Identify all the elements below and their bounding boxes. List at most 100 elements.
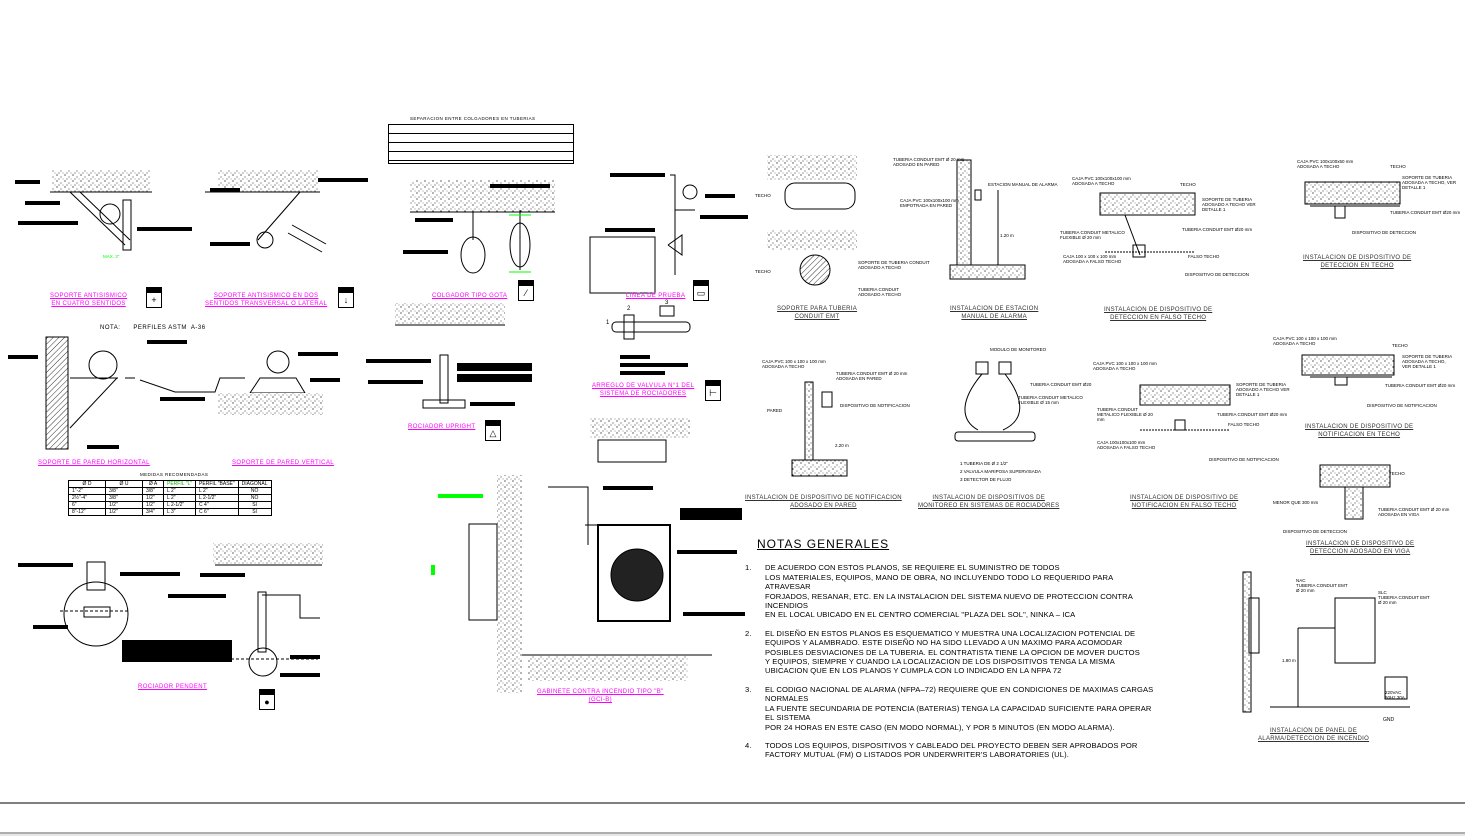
- table-title: SEPARACION ENTRE COLGADORES EN TUBERIAS: [410, 116, 536, 121]
- medidas-table: Ø D Ø U Ø A PERFIL "L" PERFIL "BASE" DIA…: [68, 480, 272, 516]
- cell: NO: [237, 494, 272, 502]
- max-dimension-label: MAX. 3": [103, 254, 120, 259]
- callout-label: CAJA PVC 100 x 100 x 100 mm ADOSADA A TE…: [1273, 336, 1337, 346]
- callout-label: FALSO TECHO: [1188, 254, 1220, 259]
- callout-label: TECHO: [1390, 164, 1406, 169]
- redacted-label: [160, 397, 205, 401]
- callout-label: TECHO: [1392, 343, 1408, 348]
- separacion-table: [388, 124, 574, 164]
- redacted-label: [605, 228, 655, 232]
- redacted-label: [318, 178, 368, 182]
- detail-title: SOPORTE ANTISISMICO EN CUATRO SENTIDOS: [50, 293, 128, 307]
- header-cell: Ø D: [68, 480, 106, 488]
- redacted-label: [8, 355, 38, 359]
- general-notes: NOTAS GENERALES 1. DE ACUERDO CON ESTOS …: [745, 537, 1155, 769]
- redacted-label: [280, 673, 320, 677]
- cell: L 3": [162, 508, 197, 516]
- callout-label: TUBERIA CONDUIT EMT Ø 20 mm ADOSADA EN P…: [836, 371, 908, 381]
- cell: 1/2": [142, 494, 164, 502]
- table-row: 8"-12"1/2"3/4"L 3"C 6"SI: [68, 508, 272, 516]
- callout-label: SLC TUBERIA CONDUIT EMT Ø 20 mm: [1378, 590, 1430, 605]
- detail-title: SOPORTE DE PARED HORIZONTAL: [38, 460, 150, 466]
- callout-label: CAJA PVC 100x100x100 mm ADOSADA A TECHO: [1072, 176, 1131, 186]
- callout-label: CAJA 100x100x100 mm ADOSADA A FALSO TECH…: [1097, 440, 1156, 450]
- redacted-label: [147, 340, 187, 344]
- detail-title: ROCIADOR PENDENT: [138, 684, 208, 690]
- callout-label: 220VAC 60Hz 30A: [1385, 690, 1405, 700]
- callout-label: TECHO: [755, 269, 771, 274]
- header-cell: Ø U: [105, 480, 143, 488]
- cell: NO: [237, 487, 272, 495]
- cell: 3/8": [105, 487, 143, 495]
- callout-label: 1.20 m: [1000, 233, 1014, 238]
- callout-label: SOPORTE DE TUBERIA ADOSADO A TECHO VER D…: [1236, 382, 1290, 397]
- nota-perfiles: NOTA: PERFILES ASTM A-36: [100, 325, 206, 331]
- callout-label: DISPOSITIVO DE DETECCION: [1185, 272, 1250, 277]
- callout-label: DISPOSITIVO DE NOTIFICACION: [1209, 457, 1279, 462]
- callout-label: CAJA PVC 100 x 100 x 100 mm ADOSADA A TE…: [762, 359, 826, 369]
- detail-title: INSTALACION DE DISPOSITIVO DE DETECCION …: [1104, 307, 1213, 321]
- callout-label: 1.80 m: [1282, 658, 1296, 663]
- cell: L 2-1/2": [162, 501, 197, 509]
- cell: SI: [237, 501, 272, 509]
- table-header-row: Ø D Ø U Ø A PERFIL "L" PERFIL "BASE" DIA…: [68, 480, 272, 488]
- callout-label: PARED: [767, 408, 783, 413]
- redacted-label: [33, 625, 68, 629]
- section-symbol: +: [146, 287, 162, 308]
- callout-label: 2.20 m: [835, 443, 849, 448]
- redacted-label: [122, 640, 232, 662]
- detail-title: SOPORTE PARA TUBERIA CONDUIT EMT: [777, 306, 858, 320]
- monitoreo-legend-item: 1 TUBERIA DE Ø 2 1/2": [960, 461, 1009, 466]
- cell: 8"-12": [68, 508, 106, 516]
- redacted-label: [610, 173, 665, 177]
- redacted-label: [620, 371, 665, 375]
- redacted-label: [603, 486, 653, 490]
- notes-title: NOTAS GENERALES: [757, 537, 890, 551]
- note-text: EL DISEÑO EN ESTOS PLANOS ES ESQUEMATICO…: [765, 628, 1140, 676]
- redacted-label: [705, 194, 735, 198]
- redacted-label: [15, 180, 40, 184]
- callout-label: TUBERIA CONDUIT EMT Ø20 mm: [1385, 383, 1456, 388]
- monitoreo-legend-item: 2 VALVULA MARIPOSA SUPERVISADA: [960, 469, 1042, 474]
- callout-label: TUBERIA CONDUIT EMT Ø20 mm: [1217, 412, 1288, 417]
- detail-title: ROCIADOR UPRIGHT: [408, 424, 476, 430]
- callout-label: TECHO: [755, 193, 771, 198]
- cell: 1/2": [142, 501, 164, 509]
- note-number: 4.: [745, 740, 752, 750]
- callout-label: TUBERIA CONDUIT METALICO FLEXIBLE Ø 20 m…: [1060, 230, 1125, 240]
- redacted-label: [290, 655, 320, 659]
- callout-label: ESTACION MANUAL DE ALARMA: [988, 182, 1058, 187]
- detail-title: INSTALACION DE ESTACION MANUAL DE ALARMA: [950, 306, 1039, 320]
- redacted-label: [415, 218, 453, 222]
- detail-title: INSTALACION DE DISPOSITIVO DE NOTIFICACI…: [1305, 424, 1414, 438]
- redacted-label: [87, 445, 119, 449]
- note-item: 2. EL DISEÑO EN ESTOS PLANOS ES ESQUEMAT…: [745, 629, 1155, 676]
- redacted-label: [457, 374, 532, 382]
- detail-title: LINEA DE PRUEBA: [626, 293, 686, 299]
- note-item: 1. DE ACUERDO CON ESTOS PLANOS, SE REQUI…: [745, 563, 1155, 619]
- redacted-label: [700, 215, 748, 219]
- redacted-label: [120, 572, 180, 576]
- detail-title: INSTALACION DE DISPOSITIVO DE DETECCION …: [1303, 255, 1412, 269]
- cell: C 4": [195, 501, 239, 509]
- cell: 3/4": [142, 508, 164, 516]
- valve-legend-1: 1: [606, 320, 610, 326]
- detail-title: INSTALACION DE DISPOSITIVO DE DETECCION …: [1306, 541, 1415, 555]
- callout-label: TUBERIA CONDUIT ADOSADO A TECHO: [858, 287, 902, 297]
- callout-label: CAJA PVC 100x100x50 mm ADOSADA A TECHO: [1297, 159, 1354, 169]
- redacted-label: [403, 250, 448, 254]
- callout-label: MENOR QUE 300 mm: [1273, 500, 1319, 505]
- cell: C 6": [195, 508, 239, 516]
- cell: 3/8": [142, 487, 164, 495]
- detail-title: INSTALACION DE DISPOSITIVO DE NOTIFICACI…: [1130, 495, 1239, 509]
- cell: 2½"-4": [68, 494, 106, 502]
- callout-label: TUBERIA CONDUIT EMT Ø 20 mm ADOSADA EN V…: [1378, 507, 1450, 517]
- note-number: 1.: [745, 563, 752, 573]
- dimension-mark: [431, 565, 435, 575]
- callout-label: DISPOSITIVO DE NOTIFICACION: [1367, 403, 1437, 408]
- cell: 1/2": [105, 508, 143, 516]
- cell: 6": [68, 501, 106, 509]
- redacted-label: [168, 594, 226, 598]
